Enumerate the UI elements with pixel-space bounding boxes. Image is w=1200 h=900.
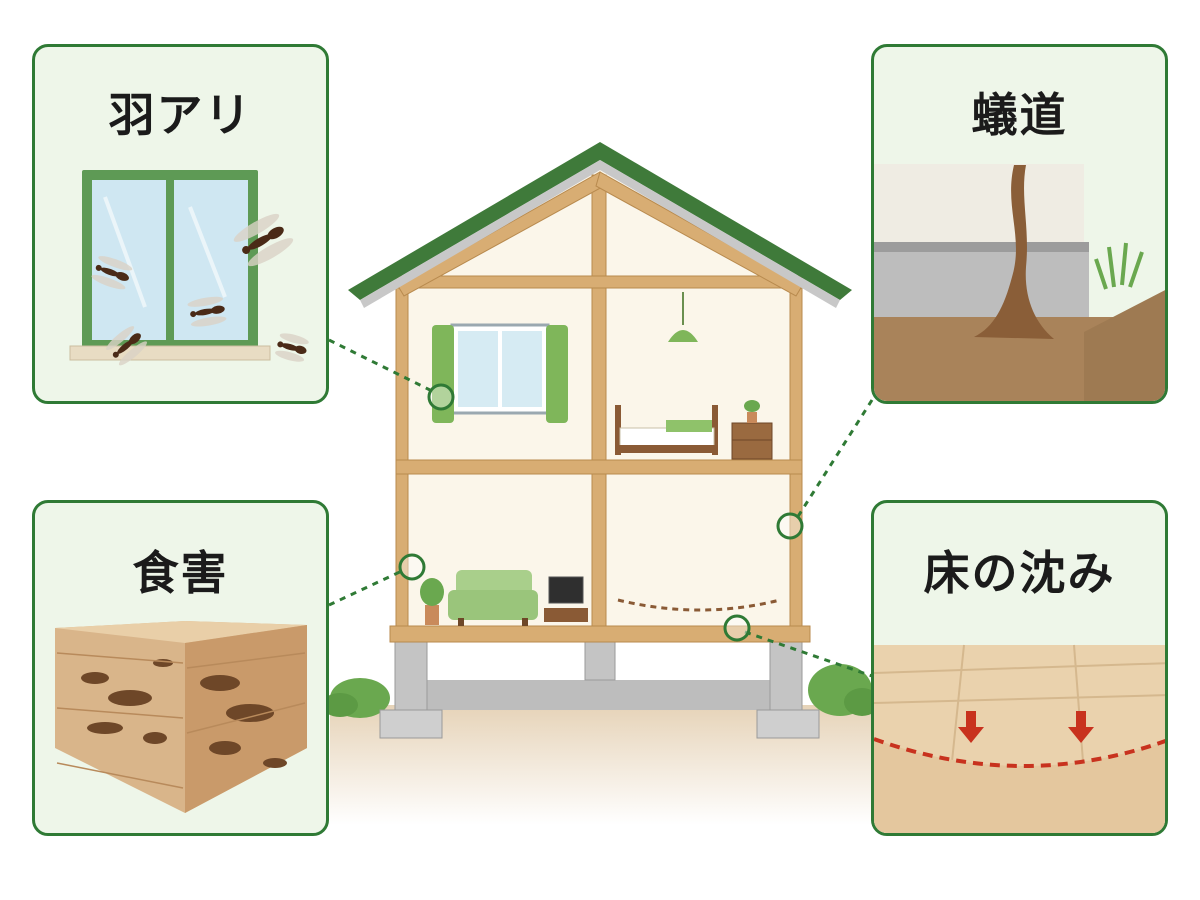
down-arrow-icon — [958, 711, 1094, 743]
marker-floor-sinking — [723, 614, 751, 642]
bed — [615, 405, 718, 455]
panel-mud-tube: 蟻道 — [871, 44, 1168, 404]
nightstand — [731, 400, 773, 460]
leader-line-wood-damage — [328, 568, 405, 607]
floor-sag-line — [617, 598, 781, 612]
panel-title-mud-tube: 蟻道 — [971, 88, 1068, 142]
pendant-lamp — [668, 292, 698, 342]
bush-right — [808, 664, 880, 716]
sag-curve — [874, 737, 1165, 768]
house-window — [432, 323, 568, 423]
panel-floor-sinking: 床の沈み — [871, 500, 1168, 836]
sinking-floor-icon — [874, 644, 1165, 833]
leader-line-floor-sinking — [744, 630, 873, 678]
potted-plant — [420, 578, 444, 625]
marker-winged-ants — [427, 383, 455, 411]
damaged-wood-icon — [55, 621, 307, 813]
mud-tube-icon — [874, 164, 1165, 401]
sofa — [448, 570, 538, 626]
panel-winged-ants: 羽アリ — [32, 44, 329, 404]
marker-mud-tube — [776, 512, 804, 540]
house-body — [348, 142, 852, 643]
leader-line-mud-tube — [795, 399, 874, 519]
marker-wood-damage — [398, 553, 426, 581]
panel-title-floor-sinking: 床の沈み — [923, 546, 1116, 600]
winged-ant-icon — [69, 170, 309, 366]
bush-left — [322, 678, 390, 718]
television — [544, 576, 588, 622]
panel-title-wood-damage: 食害 — [132, 546, 229, 600]
panel-wood-damage: 食害 — [32, 500, 329, 836]
foundation — [379, 639, 820, 739]
panel-title-winged-ants: 羽アリ — [108, 88, 253, 142]
